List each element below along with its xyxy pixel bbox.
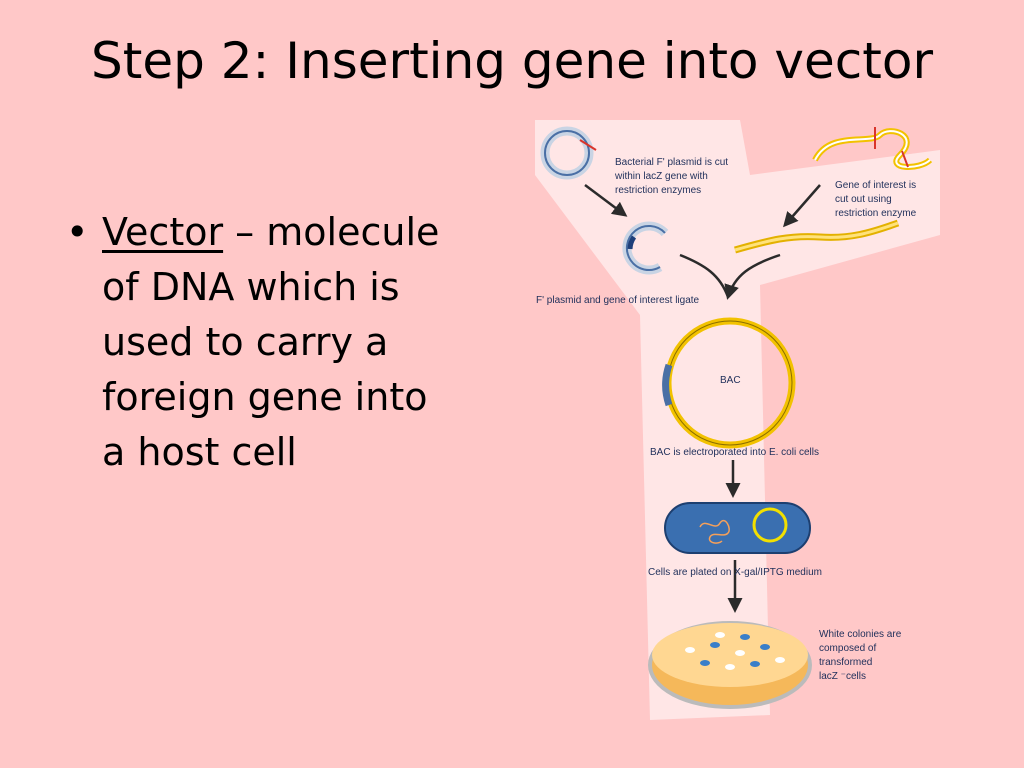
arrow-plasmid-to-cut (584, 184, 628, 217)
gene-of-interest-fragment (734, 219, 900, 254)
bullet-definition: molecule of DNA which is used to carry a… (102, 210, 440, 474)
bac-label: BAC (720, 375, 741, 386)
bullet-dot: • (66, 210, 89, 254)
label-white-colonies-line1: White colonies are (819, 629, 902, 640)
arrow-gene-to-fragment (783, 184, 821, 228)
petri-dish (648, 621, 812, 709)
slide-title: Step 2: Inserting gene into vector (90, 32, 934, 90)
label-plasmid-cut: Bacterial F' plasmid is cut within lacZ … (614, 157, 731, 196)
bac-plasmid: BAC (662, 317, 796, 449)
gene-source-dna (812, 127, 933, 170)
label-plasmid-cut-line1: Bacterial F' plasmid is cut (615, 157, 728, 168)
bullet-separator: – (223, 210, 255, 254)
label-ligate: F' plasmid and gene of interest ligate (536, 295, 700, 306)
label-plasmid-cut-line2: within lacZ gene with (614, 171, 708, 182)
label-white-colonies-line3: transformed (819, 657, 872, 668)
label-gene-cut-line3: restriction enzyme (835, 208, 917, 219)
label-gene-cut-line1: Gene of interest is (835, 180, 916, 191)
label-white-colonies: White colonies are composed of transform… (819, 629, 904, 682)
ecoli-cell (664, 502, 811, 554)
colonies (685, 632, 785, 670)
label-plasmid-cut-line3: restriction enzymes (615, 185, 701, 196)
arrow-merge-right (724, 253, 781, 300)
label-gene-cut: Gene of interest is cut out using restri… (835, 180, 919, 219)
label-plated: Cells are plated on X-gal/IPTG medium (648, 567, 822, 578)
bullet-list: • Vector – molecule of DNA which is used… (62, 205, 442, 480)
label-white-colonies-line2: composed of (819, 643, 876, 654)
bullet-item-vector: • Vector – molecule of DNA which is used… (62, 205, 442, 480)
label-white-colonies-line4: lacZ ⁻cells (819, 671, 866, 682)
label-electroporate: BAC is electroporated into E. coli cells (650, 447, 819, 458)
bullet-term: Vector (102, 210, 224, 254)
bac-cloning-diagram: BAC (535, 120, 940, 720)
cut-plasmid (622, 221, 669, 275)
intact-plasmid (540, 126, 597, 180)
label-gene-cut-line2: cut out using (835, 194, 892, 205)
